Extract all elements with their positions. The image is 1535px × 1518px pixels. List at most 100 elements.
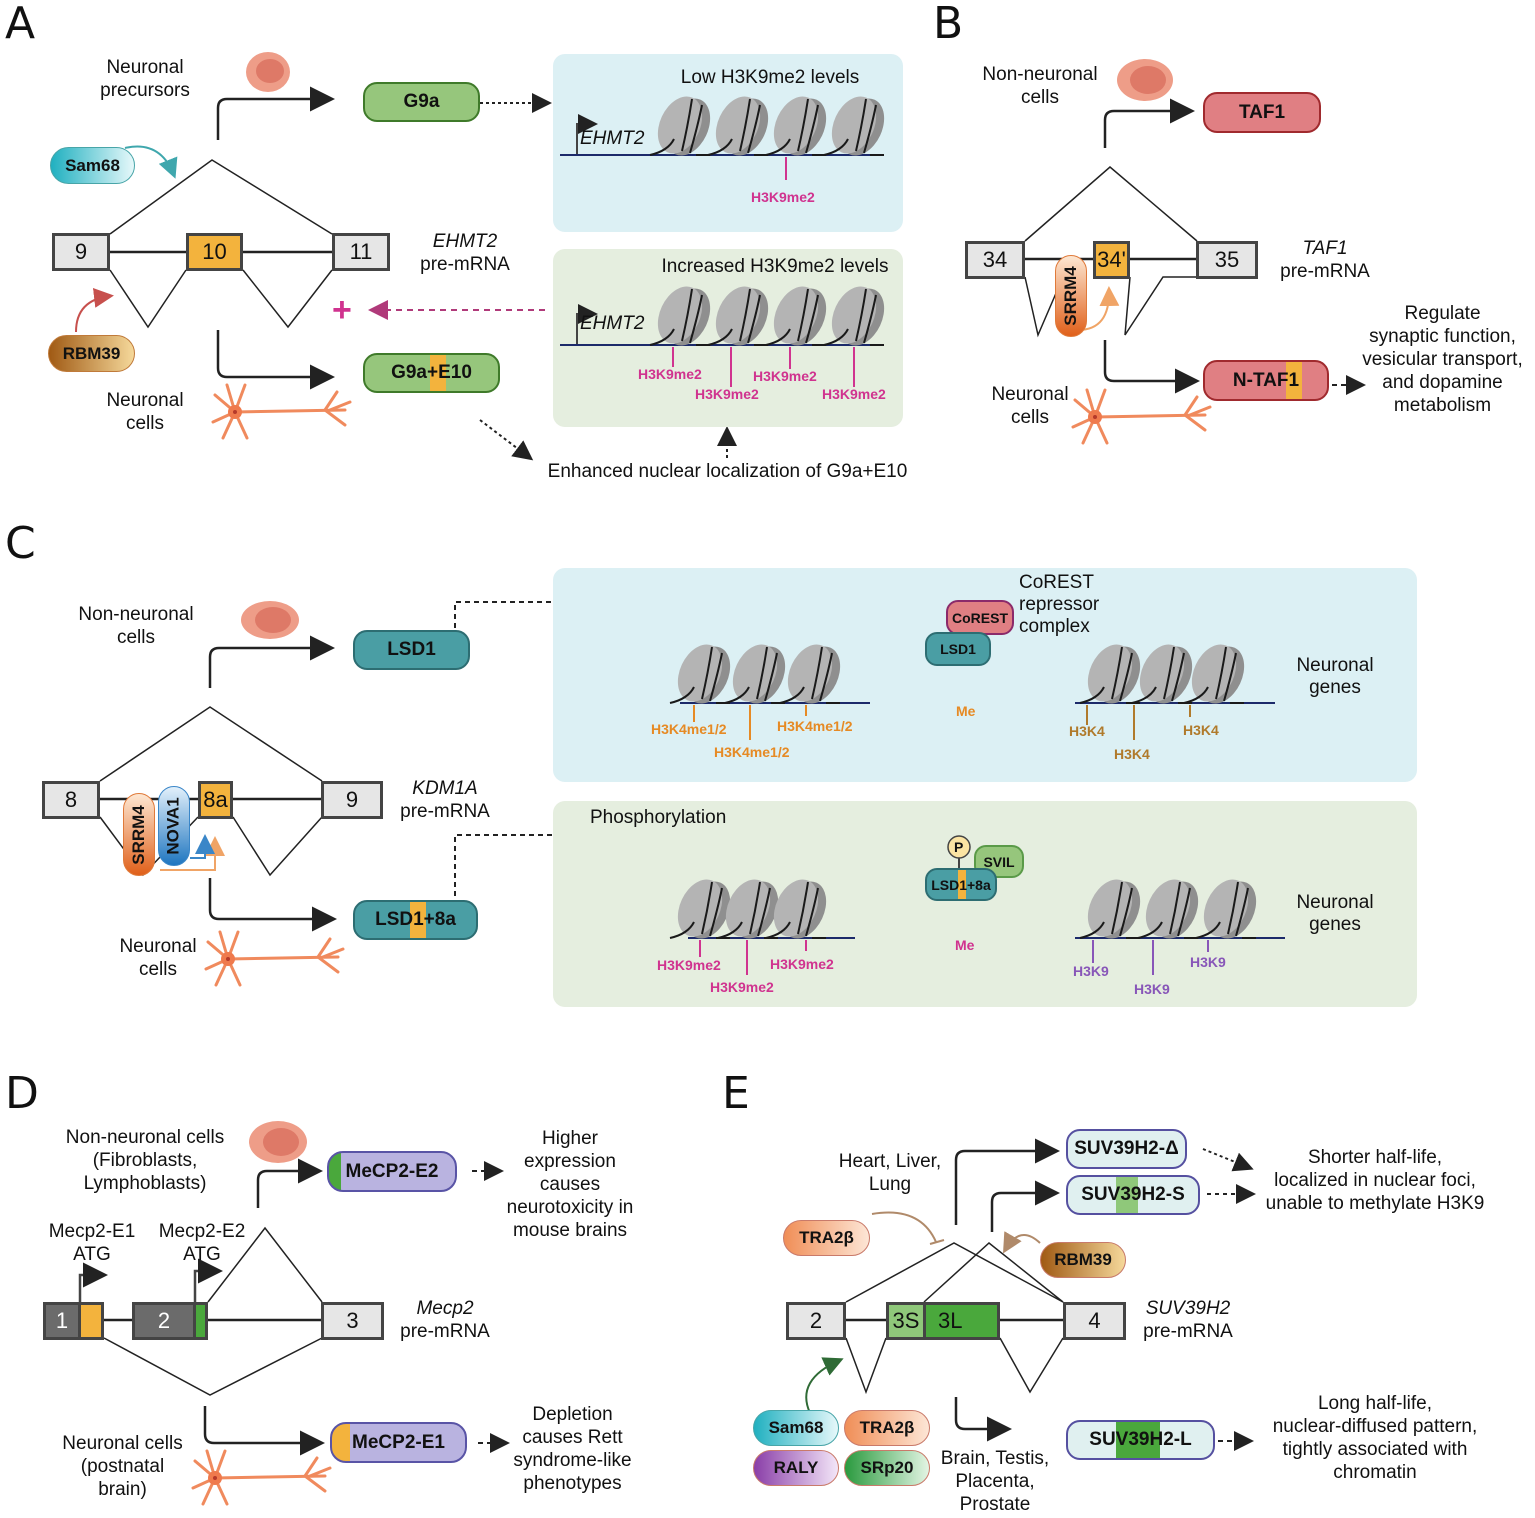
- mark-h3k9me2: H3K9me2: [751, 189, 815, 205]
- nucleosome: [669, 879, 731, 939]
- regulator-srp20: SRp20: [844, 1450, 930, 1486]
- regulator-tra2b: TRA2β: [844, 1410, 930, 1446]
- atg-label-e1: Mecp2-E1 ATG: [48, 1221, 136, 1265]
- footnote-nuclear-localization: Enhanced nuclear localization of G9a+E10: [547, 461, 908, 482]
- cell-icon: [241, 601, 299, 639]
- nucleosome: [765, 286, 827, 346]
- mark-h3k9me2: H3K9me2: [822, 386, 886, 402]
- neuronal-cells-label: Neuronal cells: [106, 390, 184, 434]
- nucleosome-row-increased: [560, 286, 885, 387]
- corest-complex-label: CoREST repressor complex: [1019, 572, 1100, 637]
- exon-3: 3: [321, 1302, 384, 1340]
- nucleosome-row-low: [560, 96, 885, 180]
- non-neuronal-cells-label: Non-neuronal cells: [982, 64, 1098, 108]
- protein-lsd1-8a: LSD1+8a: [925, 868, 997, 901]
- cell-icon: [246, 52, 290, 92]
- regulator-nova1: NOVA1: [158, 786, 190, 866]
- protein-lsd1: LSD1: [925, 632, 991, 666]
- exon-8: 8: [42, 781, 100, 819]
- nucleosome: [1131, 644, 1193, 704]
- mark-h3k4me: H3K4me1/2: [651, 721, 727, 737]
- exon-34-prime: 34': [1093, 241, 1130, 279]
- isoform-mecp2-e2: MeCP2-E2: [327, 1151, 457, 1192]
- gene-name: KDM1A: [412, 778, 478, 799]
- isoform-suv39h2-delta: SUV39H2-Δ: [1066, 1129, 1187, 1169]
- mark-h3k4: H3K4: [1114, 746, 1150, 762]
- neuron-icon: [1071, 388, 1212, 445]
- phosphorylation-label: Phosphorylation: [590, 807, 727, 828]
- panel-e-lines: [805, 1138, 1256, 1451]
- exon-10: 10: [186, 233, 243, 271]
- regulator-srrm4: SRRM4: [123, 793, 155, 876]
- exon-4: 4: [1063, 1302, 1126, 1340]
- nucleosome: [1183, 644, 1245, 704]
- nucleosome: [1079, 879, 1141, 939]
- exon-9: 9: [321, 781, 383, 819]
- isoform-suv39h2-s: SUV39H2-S: [1066, 1175, 1200, 1215]
- tissue-label-top: Heart, Liver, Lung: [838, 1151, 942, 1195]
- gene-name: TAF1: [1302, 238, 1348, 259]
- outcome-suv39h2-short: Shorter half-life, localized in nuclear …: [1265, 1147, 1485, 1214]
- outcome-suv39h2-long: Long half-life, nuclear-diffused pattern…: [1272, 1393, 1478, 1483]
- nucleosome: [779, 644, 841, 704]
- nucleosome: [765, 879, 827, 939]
- regulator-rbm39: RBM39: [48, 335, 135, 372]
- exon-2: 2: [132, 1302, 196, 1340]
- nucleosome-row-after: [1075, 879, 1285, 975]
- gene-name: EHMT2: [432, 231, 498, 252]
- non-neuronal-cells-label: Non-neuronal cells: [78, 604, 194, 648]
- mark-h3k9: H3K9: [1073, 963, 1109, 979]
- outcome-taf1: Regulate synaptic function, vesicular tr…: [1362, 303, 1523, 416]
- neuronal-cells-label: Neuronal cells: [119, 936, 197, 980]
- non-neuronal-cells-label: Non-neuronal cells (Fibroblasts, Lymphob…: [65, 1127, 225, 1194]
- neuronal-precursors-label: Neuronal precursors: [100, 57, 190, 101]
- gene-suffix: pre-mRNA: [400, 1321, 490, 1342]
- gene-suffix: pre-mRNA: [420, 254, 510, 275]
- exon-35: 35: [1196, 241, 1258, 279]
- regulator-raly: RALY: [753, 1450, 839, 1486]
- removed-methyl: Me: [955, 937, 975, 953]
- regulator-rbm39: RBM39: [1040, 1242, 1126, 1278]
- isoform-taf1: TAF1: [1203, 92, 1321, 133]
- nucleosome: [669, 644, 731, 704]
- exon-34: 34: [965, 241, 1025, 279]
- nucleosome: [649, 96, 711, 156]
- mark-h3k9me2: H3K9me2: [657, 957, 721, 973]
- gene-name: SUV39H2: [1145, 1298, 1231, 1319]
- mark-h3k9me2: H3K9me2: [638, 366, 702, 382]
- atg-label-e2: Mecp2-E2 ATG: [158, 1221, 246, 1265]
- panel-letter-e: E: [722, 1068, 750, 1119]
- isoform-g9a-e10: G9a+E10: [363, 353, 500, 393]
- panel-letter-b: B: [933, 0, 964, 49]
- nucleosome: [823, 286, 885, 346]
- promoter-label: EHMT2: [580, 128, 645, 149]
- isoform-lsd1-8a: LSD1+8a: [353, 900, 478, 940]
- mark-h3k4me: H3K4me1/2: [714, 744, 790, 760]
- mark-h3k9: H3K9: [1190, 954, 1226, 970]
- exon-2: 2: [786, 1302, 846, 1340]
- nucleosome: [649, 286, 711, 346]
- exon-9: 9: [52, 233, 110, 271]
- nucleosome: [1137, 879, 1199, 939]
- mark-h3k9me2: H3K9me2: [753, 368, 817, 384]
- neuronal-cells-label: Neuronal cells: [991, 384, 1069, 428]
- tissue-label-bottom: Brain, Testis, Placenta, Prostate: [940, 1448, 1050, 1515]
- exon-8a: 8a: [198, 781, 233, 819]
- nucleosome: [717, 879, 779, 939]
- mark-h3k4me: H3K4me1/2: [777, 718, 853, 734]
- exon-3l: 3L: [923, 1302, 1000, 1340]
- nucleosome: [1079, 644, 1141, 704]
- isoform-suv39h2-l: SUV39H2-L: [1066, 1420, 1215, 1460]
- nucleosome: [1195, 879, 1257, 939]
- mark-h3k4: H3K4: [1183, 722, 1219, 738]
- mark-h3k9me2: H3K9me2: [770, 956, 834, 972]
- neuronal-genes-label: Neuronal genes: [1296, 892, 1374, 935]
- nucleosome: [823, 96, 885, 156]
- outcome-mecp2-e1: Depletion causes Rett syndrome-like phen…: [513, 1404, 632, 1494]
- regulator-sam68: Sam68: [50, 147, 135, 184]
- phospho-label: P: [954, 839, 964, 855]
- neuron-icon: [204, 930, 345, 987]
